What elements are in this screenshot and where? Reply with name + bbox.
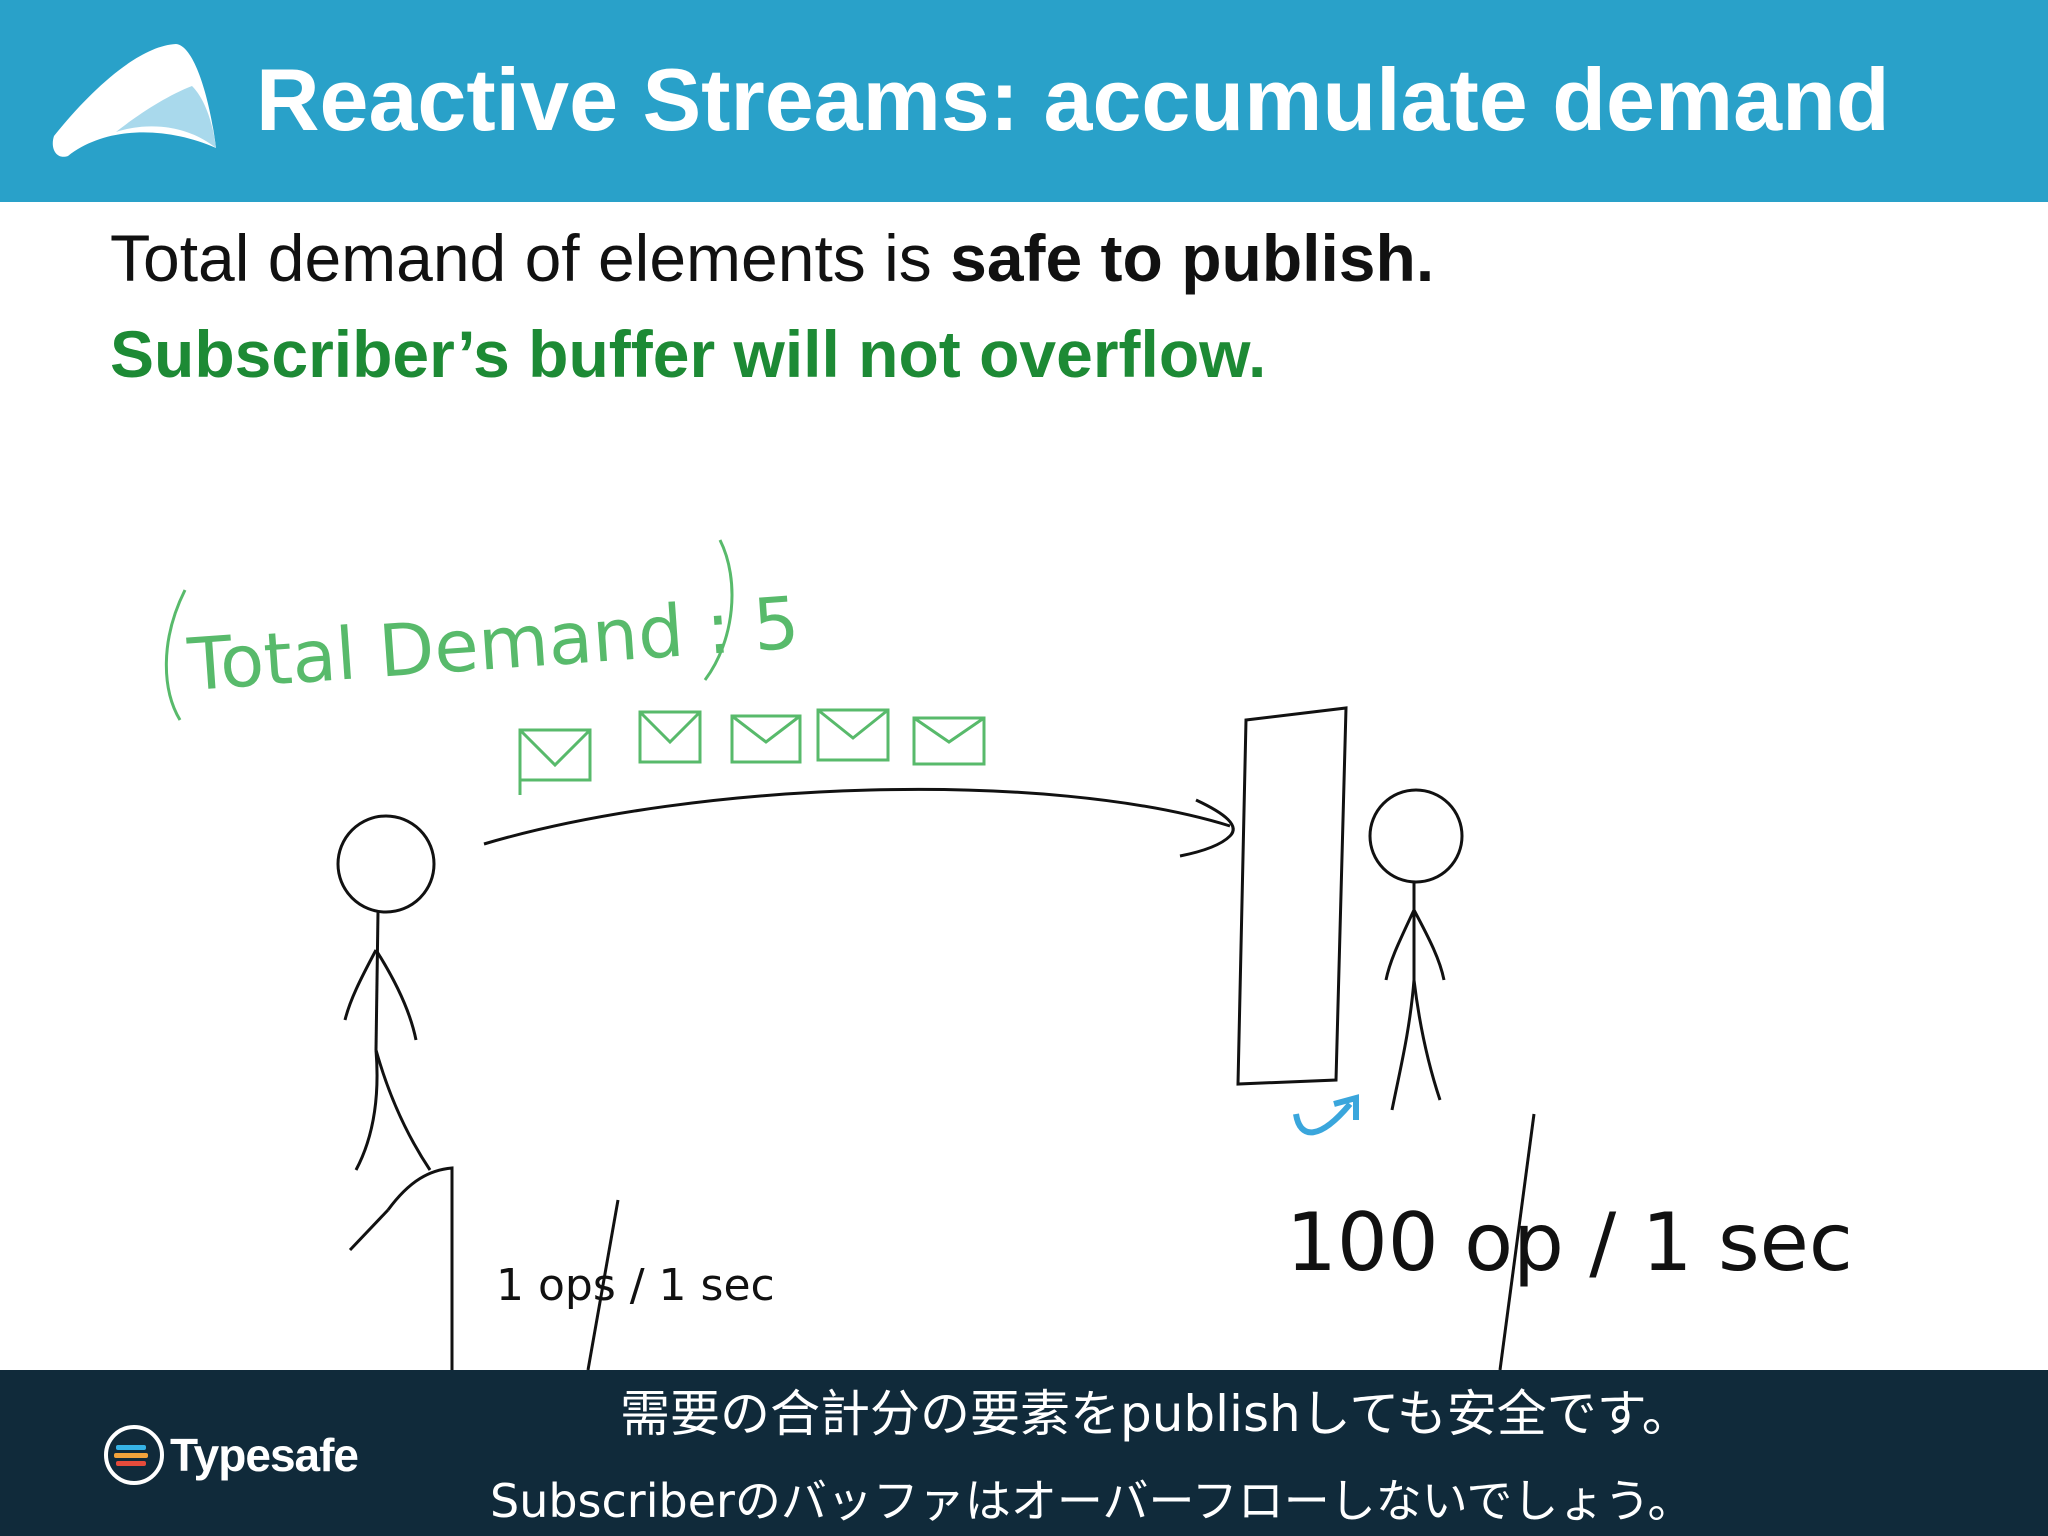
total-demand-label: Total Demand : 5 bbox=[184, 580, 802, 707]
slide-title: Reactive Streams: accumulate demand bbox=[256, 50, 1890, 149]
total-demand-annotation: Total Demand : 5 bbox=[164, 539, 802, 721]
typesafe-logo-icon bbox=[104, 1425, 164, 1485]
statement-normal-text: Total demand of elements is bbox=[110, 221, 951, 295]
subtitle-bar: Typesafe 需要の合計分の要素をpublishしても安全です。 Subsc… bbox=[0, 1370, 2048, 1536]
envelope-icon bbox=[816, 708, 890, 762]
subscriber-figure bbox=[1368, 788, 1464, 1111]
green-statement: Subscriber’s buffer will not overflow. bbox=[110, 317, 1267, 391]
subscriber-rate-label: 100 op / 1 sec bbox=[1286, 1196, 1853, 1289]
typesafe-brand: Typesafe bbox=[102, 1420, 359, 1490]
envelope-icon bbox=[730, 714, 802, 764]
envelope-icon bbox=[518, 728, 592, 795]
envelope-icon bbox=[638, 710, 702, 764]
slide-header: Reactive Streams: accumulate demand bbox=[0, 0, 2048, 202]
publisher-rate-annotation: 1 ops / 1 sec bbox=[348, 1166, 775, 1370]
statement-line: Total demand of elements is safe to publ… bbox=[110, 208, 1990, 308]
publisher-figure bbox=[336, 814, 436, 1171]
publisher-rate-label: 1 ops / 1 sec bbox=[496, 1260, 775, 1311]
curved-arrow-icon bbox=[483, 787, 1235, 858]
subtitle-line-2: Subscriberのバッファはオーバーフローしないでしょう。 bbox=[490, 1474, 1694, 1528]
envelope-icon bbox=[912, 716, 986, 766]
akka-logo-icon bbox=[52, 44, 216, 157]
envelope-group bbox=[518, 708, 986, 795]
subtitle-line-1: 需要の合計分の要素をpublishしても安全です。 bbox=[620, 1385, 1692, 1443]
typesafe-brand-name: Typesafe bbox=[170, 1429, 359, 1481]
hand-drawn-sketch: Total Demand : 5 bbox=[164, 539, 1853, 1370]
statement-bold-text: safe to publish. bbox=[950, 221, 1435, 295]
subscriber-rate-annotation: 100 op / 1 sec bbox=[1286, 1113, 1853, 1370]
buffer-rectangle-icon bbox=[1236, 706, 1348, 1086]
blue-loop-arrow-icon bbox=[1293, 1094, 1359, 1136]
